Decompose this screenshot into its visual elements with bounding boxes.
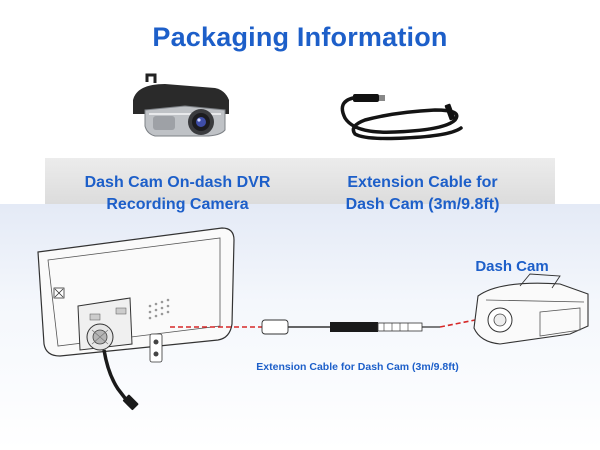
dash-cam-caption: Dash Cam On-dash DVR Recording Camera bbox=[60, 172, 295, 216]
cable-connector-illustration bbox=[261, 318, 481, 335]
dash-cam-caption-line1: Dash Cam On-dash DVR bbox=[84, 174, 271, 191]
head-unit-illustration bbox=[37, 227, 235, 411]
extension-cable-caption-line1: Extension Cable for bbox=[347, 174, 498, 191]
dash-cam-caption-line2: Recording Camera bbox=[106, 196, 249, 213]
dash-cam-photo bbox=[133, 73, 229, 137]
caption-band bbox=[45, 158, 555, 204]
extension-cable-photo bbox=[340, 94, 463, 141]
extension-cable-caption-line2: Dash Cam (3m/9.8ft) bbox=[345, 196, 500, 213]
dash-cam-illustration bbox=[473, 273, 589, 345]
page-title: Packaging Information bbox=[152, 22, 448, 52]
dash-cam-label: Dash Cam bbox=[475, 258, 549, 275]
extension-cable-label: Extension Cable for Dash Cam (3m/9.8ft) bbox=[256, 361, 459, 373]
extension-cable-caption: Extension Cable for Dash Cam (3m/9.8ft) bbox=[300, 172, 545, 216]
connection-diagram bbox=[37, 227, 589, 411]
